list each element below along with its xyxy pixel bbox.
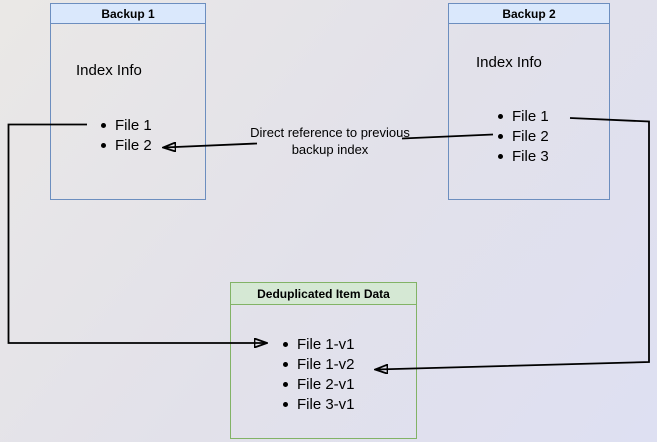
- bullet-icon: [498, 133, 503, 139]
- list-item: File 3-v1: [283, 394, 355, 414]
- backup1-index-info-label: Index Info: [76, 62, 142, 79]
- file-label: File 1-v1: [297, 335, 355, 353]
- file-label: File 1: [115, 116, 152, 134]
- bullet-icon: [283, 401, 288, 407]
- list-item: File 1: [101, 115, 152, 135]
- bullet-icon: [101, 122, 106, 128]
- backup1-file-list: File 1 File 2: [101, 115, 152, 155]
- list-item: File 3: [498, 146, 549, 166]
- list-item: File 2: [101, 135, 152, 155]
- file-label: File 1-v2: [297, 355, 355, 373]
- dedup-box: Deduplicated Item Data File 1-v1 File 1-…: [230, 282, 417, 439]
- backup1-title: Backup 1: [101, 6, 155, 21]
- list-item: File 1-v1: [283, 334, 355, 354]
- file-label: File 3: [512, 147, 549, 165]
- list-item: File 1: [498, 106, 549, 126]
- reference-annotation-label: Direct reference to previous backup inde…: [250, 125, 410, 157]
- list-item: File 1-v2: [283, 354, 355, 374]
- file-label: File 2: [512, 127, 549, 145]
- list-item: File 2-v1: [283, 374, 355, 394]
- backup2-header: Backup 2: [449, 4, 609, 24]
- bullet-icon: [283, 341, 288, 347]
- file-label: File 2: [115, 136, 152, 154]
- file-label: File 2-v1: [297, 375, 355, 393]
- backup2-file-list: File 1 File 2 File 3: [498, 106, 549, 166]
- backup2-box: Backup 2 Index Info File 1 File 2 File 3: [448, 3, 610, 200]
- backup1-header: Backup 1: [51, 4, 205, 24]
- dedup-title: Deduplicated Item Data: [257, 286, 390, 301]
- bullet-icon: [498, 113, 503, 119]
- bullet-icon: [283, 381, 288, 387]
- file-label: File 3-v1: [297, 395, 355, 413]
- bullet-icon: [283, 361, 288, 367]
- list-item: File 2: [498, 126, 549, 146]
- bullet-icon: [498, 153, 503, 159]
- dedup-header: Deduplicated Item Data: [231, 283, 416, 305]
- backup2-index-info-label: Index Info: [476, 54, 542, 71]
- bullet-icon: [101, 142, 106, 148]
- file-label: File 1: [512, 107, 549, 125]
- dedup-file-list: File 1-v1 File 1-v2 File 2-v1 File 3-v1: [283, 334, 355, 414]
- backup2-title: Backup 2: [502, 6, 556, 21]
- backup1-box: Backup 1 Index Info File 1 File 2: [50, 3, 206, 200]
